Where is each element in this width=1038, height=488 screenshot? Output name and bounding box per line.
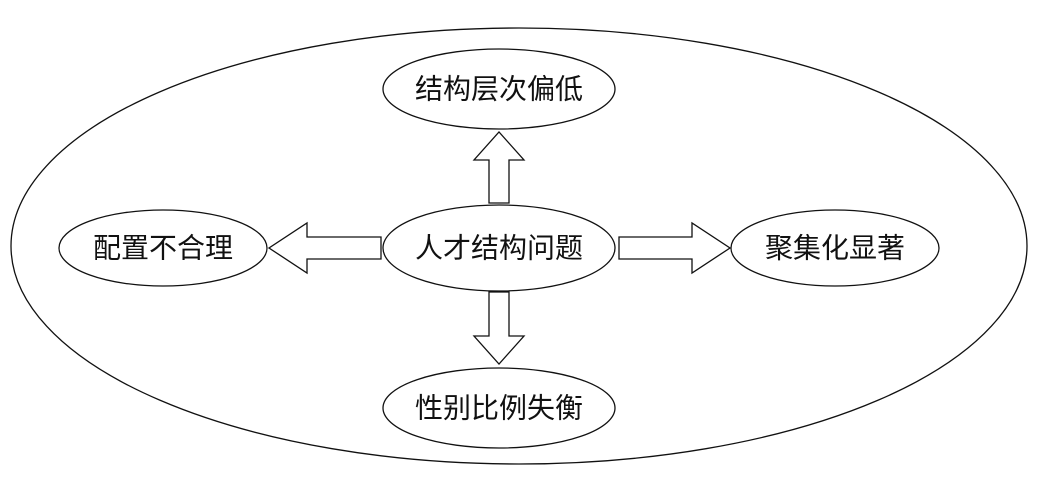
node-top-shape (382, 48, 616, 130)
node-center: 人才结构问题 (382, 204, 616, 292)
node-bottom-label: 性别比例失衡 (415, 392, 583, 425)
arrow-up (472, 131, 526, 204)
node-top: 结构层次偏低 (382, 48, 616, 130)
outer-ellipse (10, 27, 1028, 465)
node-left: 配置不合理 (58, 209, 268, 287)
node-right-label: 聚集化显著 (765, 232, 905, 265)
node-center-label: 人才结构问题 (415, 232, 583, 265)
node-left-shape (58, 209, 268, 287)
node-top-label: 结构层次偏低 (415, 73, 583, 106)
node-bottom-shape (382, 367, 616, 449)
arrow-down (472, 291, 526, 365)
node-right-shape (730, 209, 940, 287)
node-left-label: 配置不合理 (93, 232, 233, 265)
node-right: 聚集化显著 (730, 209, 940, 287)
node-center-shape (382, 204, 616, 292)
arrow-left (267, 221, 382, 275)
arrow-right (618, 221, 732, 275)
node-bottom: 性别比例失衡 (382, 367, 616, 449)
